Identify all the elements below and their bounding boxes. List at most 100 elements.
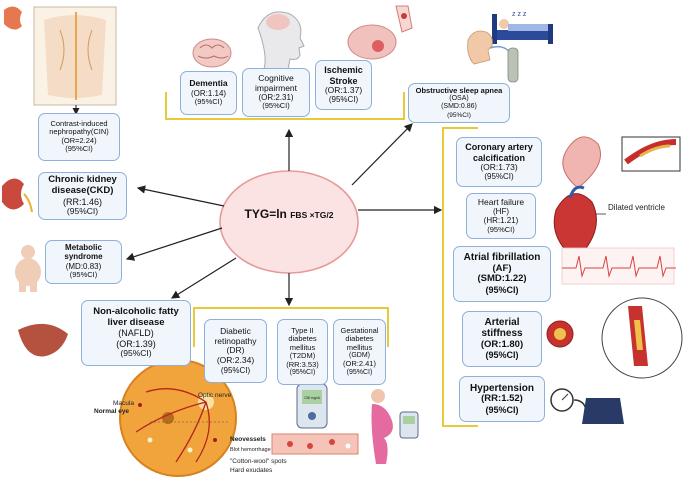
heart-calcification-icon bbox=[562, 136, 681, 189]
cin-value: (OR=2.24) bbox=[61, 135, 97, 145]
sleeping-bed-icon bbox=[492, 14, 553, 44]
diabetes-bracket bbox=[193, 307, 389, 347]
optic-nerve-label: Optic nerve bbox=[198, 392, 232, 399]
hf-title: Heart failure bbox=[477, 196, 525, 207]
t2dm-abbr: (T2DM) bbox=[289, 350, 316, 360]
t2dm-title: Type II diabetes mellitus bbox=[288, 325, 317, 352]
stroke-box: Ischemic Stroke (OR:1.37) (95%CI) bbox=[315, 60, 372, 110]
ecg-strip-icon bbox=[561, 247, 676, 285]
cognitive-box: Cognitive impairment (OR:2.31) (95%CI) bbox=[242, 68, 310, 117]
mets-ci: (95%CI) bbox=[69, 270, 98, 280]
cac-title: Coronary artery calcification bbox=[465, 142, 533, 163]
osa-abbr: (OSA) bbox=[449, 95, 469, 103]
arrow-to-nafld bbox=[170, 257, 237, 299]
stroke-ci: (95%CI) bbox=[328, 95, 359, 105]
t2dm-ci: (95%CI) bbox=[289, 369, 316, 377]
stroke-title: Ischemic Stroke bbox=[324, 65, 363, 86]
cac-value: (OR:1.73) bbox=[480, 161, 518, 172]
hypertension-value: (RR:1.52) bbox=[481, 392, 523, 404]
dementia-value: (OR:1.14) bbox=[190, 88, 227, 98]
ckd-title: Chronic kidney disease(CKD) bbox=[48, 174, 117, 196]
stroke-value: (OR:1.37) bbox=[324, 84, 363, 95]
dementia-box: Dementia (OR:1.14) (95%CI) bbox=[180, 71, 237, 115]
dr-title: Diabetic retinopathy bbox=[214, 326, 257, 346]
mets-box: Metabolic syndrome (MD:0.83) (95%CI) bbox=[45, 240, 122, 284]
af-title: Atrial fibrillation bbox=[463, 252, 541, 264]
gdm-value: (OR:2.41) bbox=[343, 359, 376, 369]
af-ci: (95%CI) bbox=[485, 285, 519, 296]
brain-icon bbox=[192, 38, 232, 68]
artery-stiffness-icon bbox=[546, 297, 683, 379]
ckd-value: (RR:1.46) bbox=[62, 196, 102, 207]
dilated-heart-icon bbox=[553, 185, 606, 261]
hard-exudates-label: Hard exudates bbox=[230, 467, 273, 474]
mets-title: Metabolic syndrome bbox=[64, 243, 103, 262]
ckd-box: Chronic kidney disease(CKD) (RR:1.46) (9… bbox=[38, 172, 127, 220]
blood-vessel-icon bbox=[271, 433, 359, 455]
sleep-z-text: z z z bbox=[512, 11, 527, 18]
dementia-ci: (95%CI) bbox=[194, 97, 223, 107]
hf-value: (HR:1.21) bbox=[483, 216, 519, 226]
gdm-title: Gestational diabetes mellitus bbox=[340, 326, 379, 352]
nafld-ci: (95%CI) bbox=[120, 348, 152, 359]
normal-eye-label: Normal eye bbox=[94, 408, 130, 415]
cin-box: Contrast-induced nephropathy(CIN) (OR=2.… bbox=[38, 113, 120, 161]
liver-icon bbox=[18, 323, 68, 357]
neovessels-label: Neovessels bbox=[230, 436, 266, 443]
t2dm-value: (RR:3.53) bbox=[286, 359, 319, 369]
dementia-title: Dementia bbox=[189, 78, 228, 89]
dr-abbr: (DR) bbox=[226, 345, 245, 356]
cognitive-value: (OR:2.31) bbox=[258, 93, 294, 103]
dr-box: Diabetic retinopathy (DR) (OR:2.34) (95%… bbox=[204, 319, 267, 383]
hypertension-ci: (95%CI) bbox=[485, 404, 519, 415]
macula-label: Macula bbox=[113, 400, 134, 407]
ckd-ci: (95%CI) bbox=[66, 205, 99, 216]
arrow-to-osa bbox=[351, 123, 413, 186]
stroke-brain-icon bbox=[347, 5, 413, 60]
kidney-section-icon bbox=[33, 6, 117, 106]
arrow-to-mets bbox=[125, 227, 223, 261]
tyg-label: TYG=ln bbox=[244, 207, 287, 221]
dr-ci: (95%CI) bbox=[220, 365, 251, 375]
cac-box: Coronary artery calcification (OR:1.73) … bbox=[456, 137, 542, 187]
meter-reading: 138 mg/dL bbox=[304, 396, 321, 400]
tyg-formula-detail: FBS ×TG/2 bbox=[290, 210, 334, 220]
blood-pressure-cuff-icon bbox=[550, 388, 624, 424]
nafld-value: (OR:1.39) bbox=[116, 338, 156, 349]
arterial-stiffness-title: Arterial stiffness bbox=[481, 317, 523, 340]
neuro-bracket bbox=[165, 92, 405, 120]
gdm-box: Gestational diabetes mellitus (GDM) (OR:… bbox=[333, 319, 386, 385]
dilated-ventricle-label: Dilated ventricle bbox=[608, 203, 665, 212]
pregnant-woman-icon bbox=[371, 389, 393, 464]
cin-ci: (95%CI) bbox=[65, 144, 93, 154]
cotton-wool-label: "Cotton-wool" spots bbox=[230, 458, 287, 465]
mets-value: (MD:0.83) bbox=[65, 262, 102, 272]
osa-title: Obstructive sleep apnea bbox=[415, 86, 503, 96]
hypertension-box: Hypertension (RR:1.52) (95%CI) bbox=[459, 376, 545, 422]
af-abbr: (AF) bbox=[492, 262, 512, 274]
osa-value: (SMD:0.86) bbox=[441, 103, 477, 111]
cpap-patient-icon bbox=[467, 30, 519, 83]
glucose-meter-icon bbox=[296, 383, 328, 429]
hypertension-title: Hypertension bbox=[470, 382, 534, 394]
cardio-bracket bbox=[442, 127, 478, 427]
obese-person-icon bbox=[15, 245, 41, 292]
cognitive-title: Cognitive impairment bbox=[254, 73, 298, 93]
gdm-ci: (95%CI) bbox=[346, 368, 373, 376]
blot-hemorrhage-label: Blot hemorrhage bbox=[230, 447, 271, 453]
af-box: Atrial fibrillation (AF) (SMD:1.22) (95%… bbox=[453, 246, 551, 302]
nafld-abbr: (NAFLD) bbox=[118, 328, 154, 339]
glucose-meter-small-icon bbox=[399, 411, 419, 439]
cognitive-ci: (95%CI) bbox=[262, 101, 290, 111]
arterial-stiffness-ci: (95%CI) bbox=[485, 350, 519, 361]
cin-title: Contrast-induced nephropathy(CIN) bbox=[49, 118, 109, 137]
tyg-center-node bbox=[219, 170, 359, 274]
kidney-small-icon bbox=[4, 6, 22, 30]
cac-ci: (95%CI) bbox=[484, 172, 514, 182]
tyg-formula: TYG=ln FBS ×TG/2 bbox=[224, 207, 354, 221]
osa-box: Obstructive sleep apnea (OSA) (SMD:0.86)… bbox=[408, 83, 510, 123]
hf-box: Heart failure (HF) (HR:1.21) (95%CI) bbox=[466, 193, 536, 239]
hf-ci: (95%CI) bbox=[487, 224, 515, 234]
nafld-box: Non-alcoholic fatty liver disease (NAFLD… bbox=[81, 300, 191, 366]
